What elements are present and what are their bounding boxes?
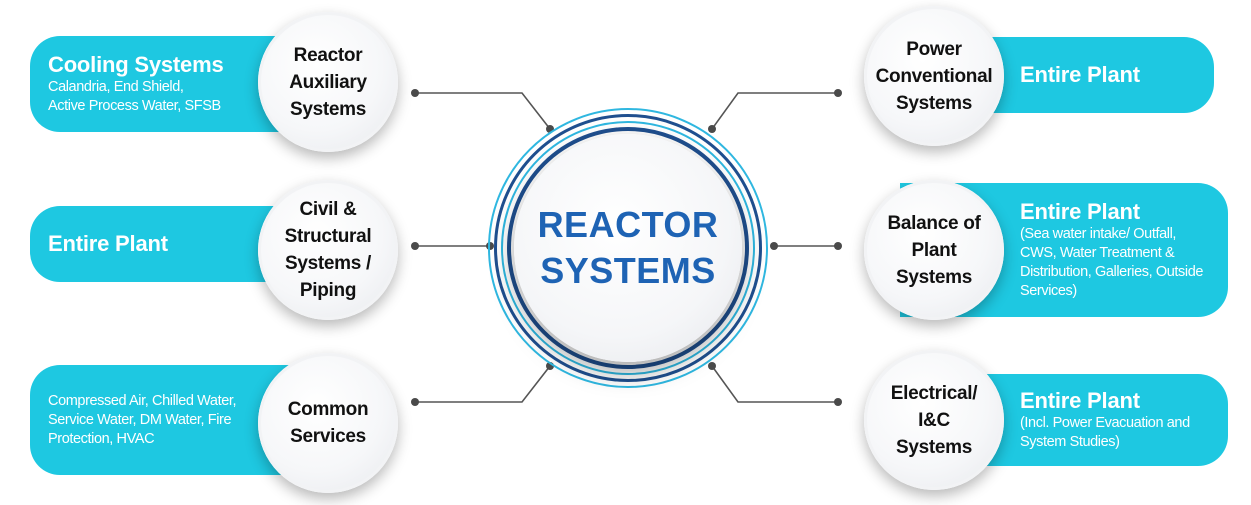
pill-entire-plant-civil: Entire Plant	[30, 206, 300, 282]
pill-common-services: Compressed Air, Chilled Water,Service Wa…	[30, 365, 300, 475]
connector-dot	[411, 89, 419, 97]
pill-description: (Sea water intake/ Outfall,CWS, Water Tr…	[1020, 226, 1204, 299]
inner-ring-dark	[507, 127, 749, 369]
node-label: Balance of Plant Systems	[887, 212, 981, 288]
node-reactor-auxiliary: Reactor Auxiliary Systems	[258, 12, 398, 152]
pill-title: Entire Plant	[1020, 199, 1140, 224]
node-label: Common Services	[287, 399, 369, 447]
node-electrical-ic: Electrical/ I&C Systems	[864, 350, 1004, 490]
connector-dot	[708, 362, 716, 370]
pill-cooling-systems: Cooling Systems Calandria, End Shield,Ac…	[30, 36, 300, 132]
node-label: Civil & Structural Systems / Piping	[284, 199, 372, 301]
connector-electrical-ic	[711, 365, 838, 403]
connector-dot	[834, 89, 842, 97]
outer-ring-dark	[494, 114, 762, 382]
connector-reactor-auxiliary	[415, 92, 551, 130]
pill-title: Entire Plant	[1020, 62, 1140, 87]
pill-description: Calandria, End Shield,Active Process Wat…	[48, 79, 221, 114]
connector-dot	[834, 242, 842, 250]
connector-dot	[411, 242, 419, 250]
node-power-conventional: Power Conventional Systems	[864, 6, 1004, 146]
center-title: REACTOR SYSTEMS	[537, 204, 719, 291]
node-label: Power Conventional Systems	[875, 38, 993, 114]
pill-title: Cooling Systems	[48, 52, 224, 77]
center-disc	[514, 134, 742, 362]
outer-ring-light	[488, 108, 768, 388]
pill-title: Entire Plant	[1020, 388, 1140, 413]
inner-ring-light	[501, 121, 755, 375]
node-label: Electrical/ I&C Systems	[890, 382, 978, 458]
connector-dot	[834, 398, 842, 406]
pill-description: Compressed Air, Chilled Water,Service Wa…	[48, 392, 237, 447]
connector-dot	[708, 125, 716, 133]
connector-power-conventional	[711, 92, 838, 130]
node-balance-of-plant: Balance of Plant Systems	[864, 180, 1004, 320]
pill-title: Entire Plant	[48, 231, 168, 256]
connector-dot	[411, 398, 419, 406]
node-label: Reactor Auxiliary Systems	[289, 44, 367, 120]
node-common-services: Common Services	[258, 353, 398, 493]
node-civil-structural: Civil & Structural Systems / Piping	[258, 180, 398, 320]
connector-common-services	[415, 365, 551, 403]
center-hub: REACTOR SYSTEMS	[488, 108, 768, 388]
connector-dot	[770, 242, 778, 250]
